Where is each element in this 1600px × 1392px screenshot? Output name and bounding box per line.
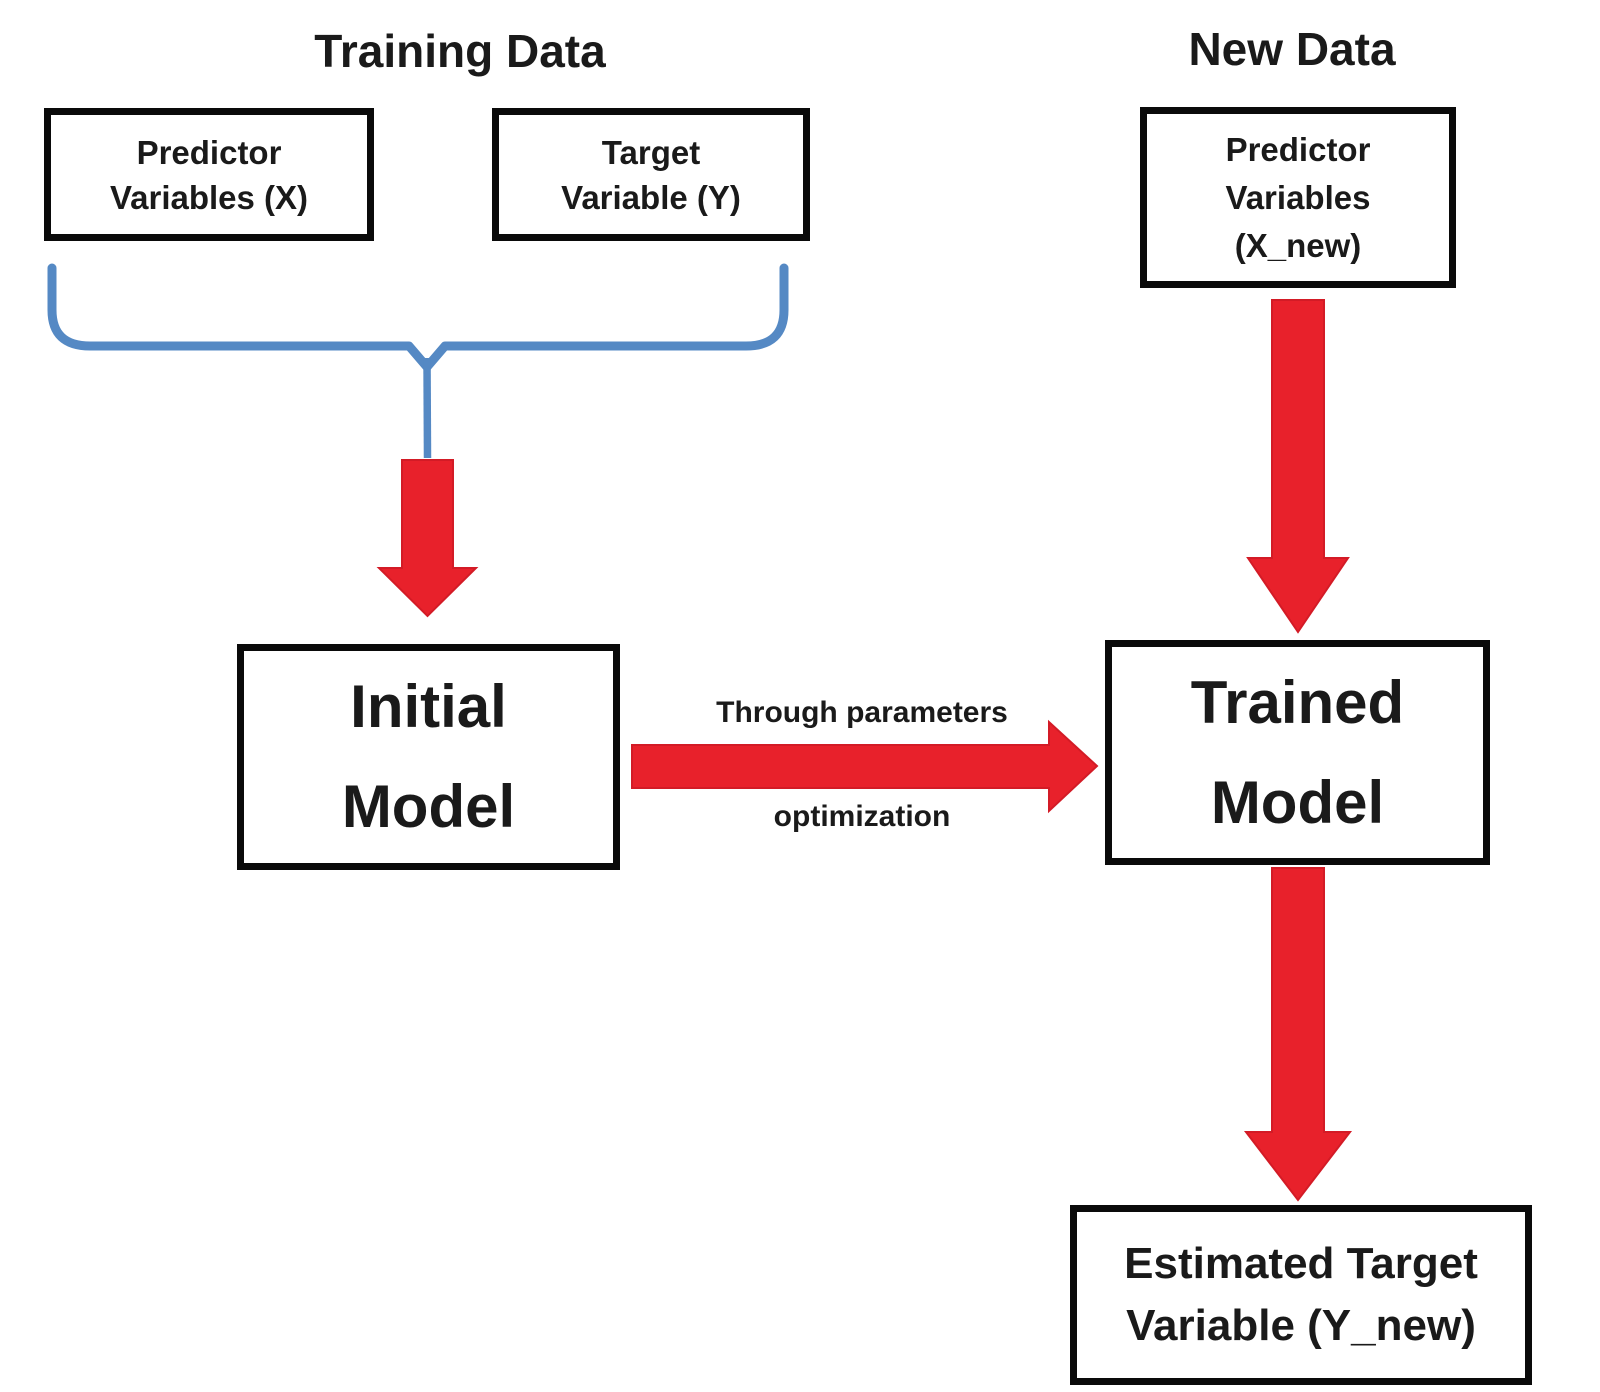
box-text-line: Variable (Y) [561,178,741,216]
box-text-line: Predictor [136,133,282,171]
box-text-line: Estimated Target [1124,1239,1478,1288]
brace-tail-line [423,357,432,459]
new-data-title: New Data [1188,23,1396,75]
predictor-variables-x-box: Predictor Variables (X) [44,108,374,241]
arrow-trained-to-estimated-icon [1243,867,1353,1202]
arrow-caption-through-parameters: Through parameters [716,696,1008,729]
training-data-title: Training Data [314,25,606,77]
arrow-caption-optimization: optimization [773,800,951,833]
arrow-initial-to-trained-model-icon [631,719,1099,814]
box-text-line: Trained [1190,668,1405,736]
box-text-line: Variables [1225,178,1371,216]
box-text-line: (X_new) [1234,226,1362,264]
box-text-line: Initial [350,673,507,740]
trained-model-box: Trained Model [1105,640,1490,865]
initial-model-box: Initial Model [237,644,620,870]
predictor-variables-xnew-box: Predictor Variables (X_new) [1140,107,1456,288]
arrow-new-data-to-trained-model-icon [1246,299,1350,634]
box-text-line: Variable (Y_new) [1126,1301,1476,1350]
target-variable-y-box: Target Variable (Y) [492,108,810,241]
box-text-line: Model [1210,768,1385,836]
box-text-line: Predictor [1225,130,1371,168]
arrow-training-to-initial-model-icon [376,459,479,618]
estimated-target-variable-box: Estimated Target Variable (Y_new) [1070,1205,1532,1385]
box-text-line: Variables (X) [109,178,309,216]
box-text-line: Target [601,133,701,171]
brace-icon [47,263,789,372]
box-text-line: Model [341,773,516,840]
